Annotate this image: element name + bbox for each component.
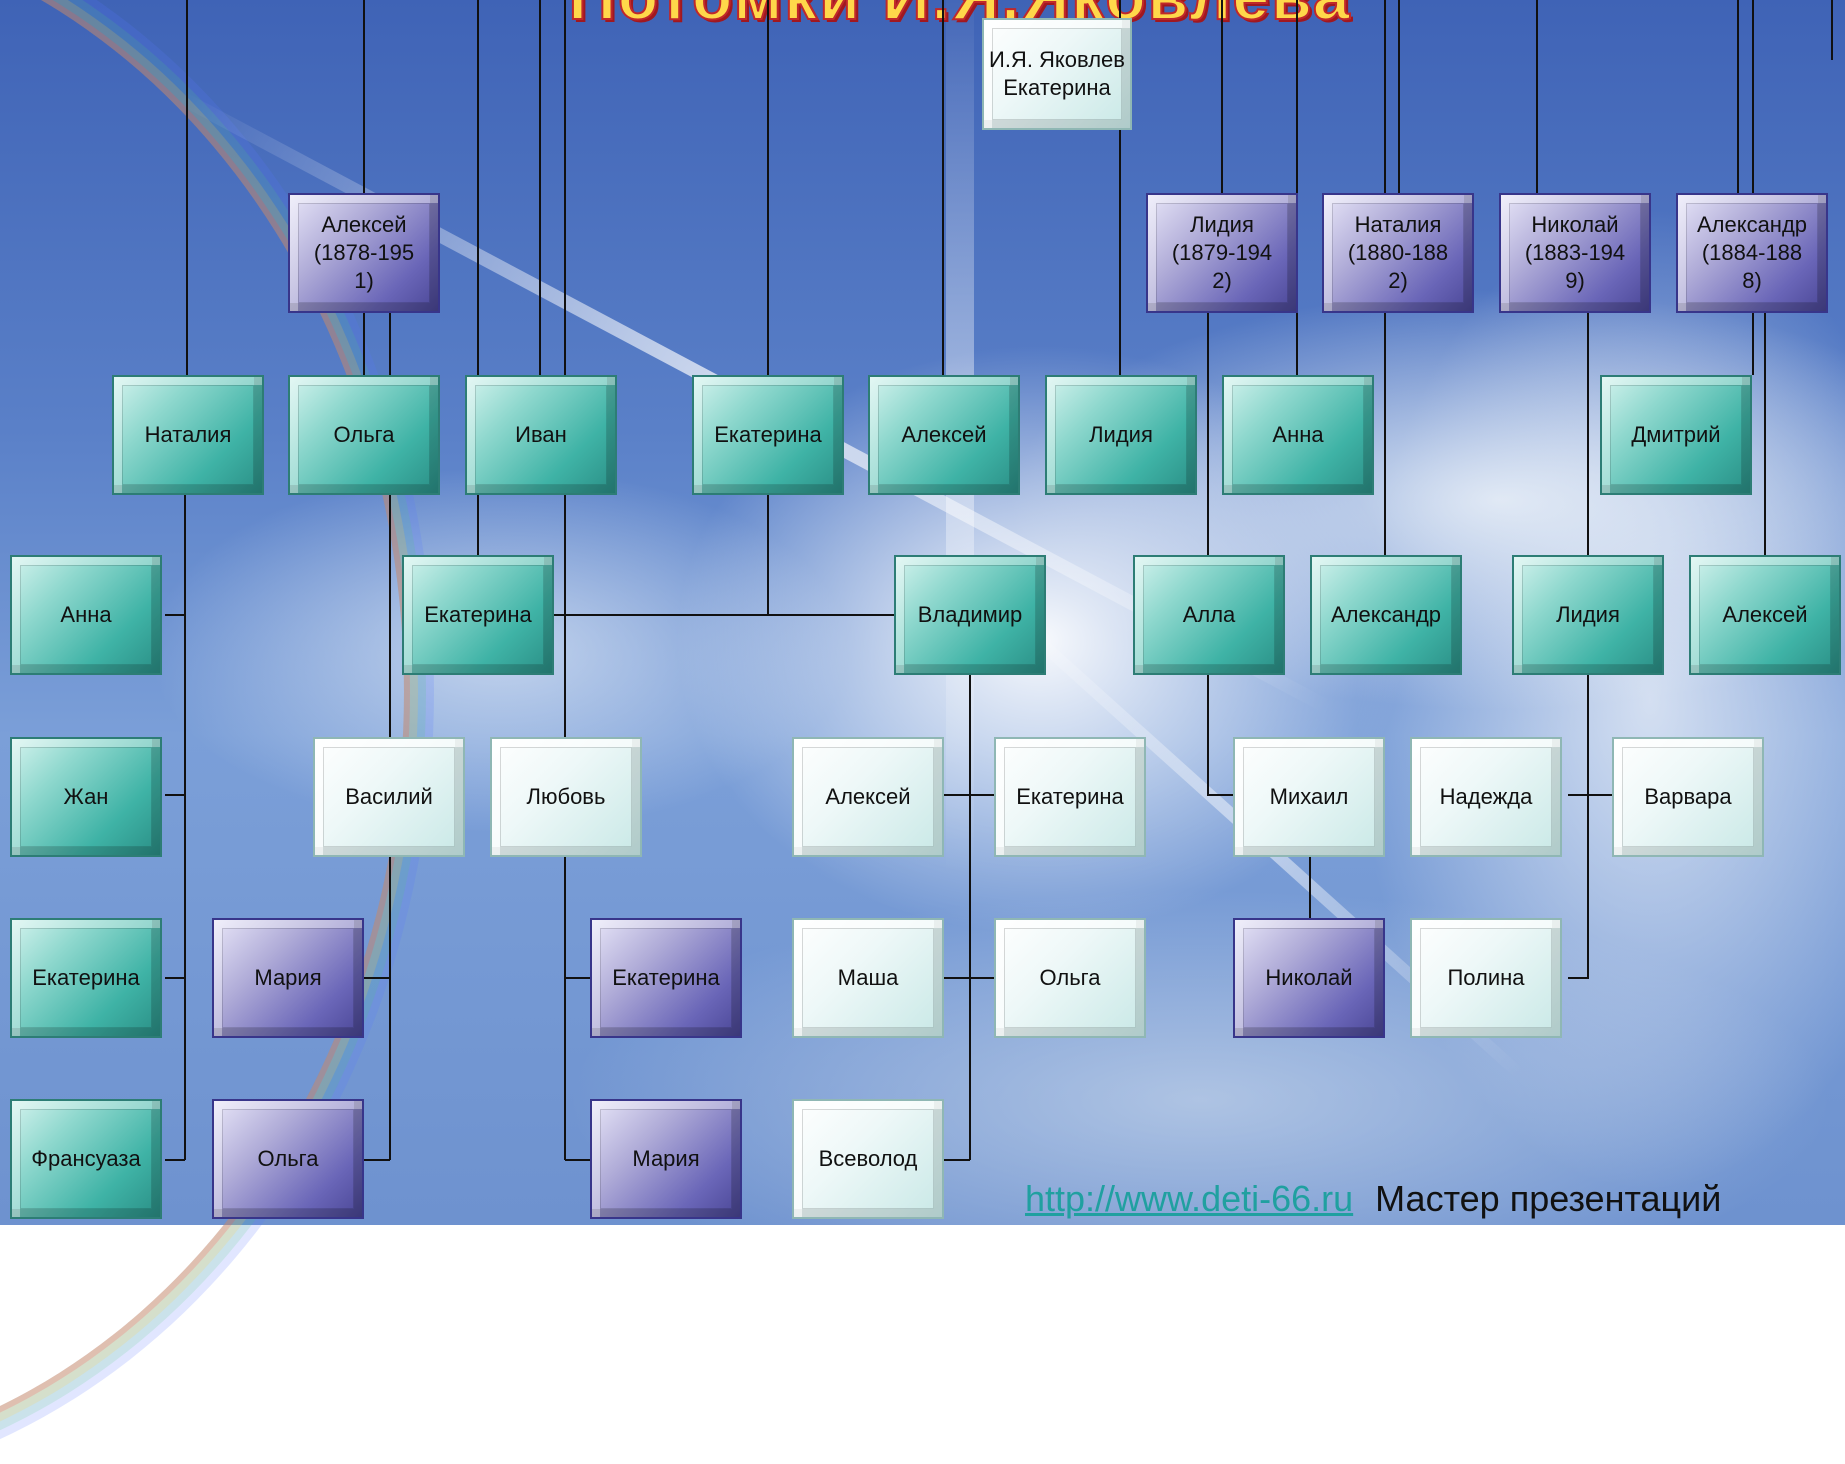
node-label: Николай bbox=[1265, 965, 1353, 990]
descendant-node: Надежда bbox=[1410, 737, 1562, 857]
grandchild-node: Екатерина bbox=[692, 375, 844, 495]
node-label: Анна bbox=[1272, 422, 1324, 447]
grandchild-node: Лидия bbox=[1045, 375, 1197, 495]
node-label: Алексей bbox=[901, 422, 987, 447]
node-label: Екатерина bbox=[612, 965, 720, 990]
descendant-node: Николай bbox=[1233, 918, 1385, 1038]
descendant-node: Алла bbox=[1133, 555, 1285, 675]
node-label: Лидия bbox=[1556, 602, 1620, 627]
node-label: Маша bbox=[837, 965, 899, 990]
descendant-node: Полина bbox=[1410, 918, 1562, 1038]
descendant-node: Жан bbox=[10, 737, 162, 857]
child-years: (1883-194 9) bbox=[1524, 240, 1626, 293]
node-label: Алексей bbox=[1722, 602, 1808, 627]
descendant-node: Екатерина bbox=[994, 737, 1146, 857]
node-label: Мария bbox=[632, 1146, 700, 1171]
node-label: Александр bbox=[1330, 602, 1442, 627]
root-label: И.Я. Яковлев Екатерина bbox=[989, 47, 1125, 100]
node-label: Алла bbox=[1182, 602, 1236, 627]
descendant-node: Любовь bbox=[490, 737, 642, 857]
descendant-node: Алексей bbox=[1689, 555, 1841, 675]
node-label: Жан bbox=[63, 784, 109, 809]
node-label: Василий bbox=[345, 784, 433, 809]
node-label: Иван bbox=[515, 422, 567, 447]
child-name: Александр bbox=[1696, 212, 1808, 237]
child-node: Николай (1883-194 9) bbox=[1499, 193, 1651, 313]
descendant-node: Ольга bbox=[212, 1099, 364, 1219]
child-years: (1878-195 1) bbox=[313, 240, 415, 293]
grandchild-node: Ольга bbox=[288, 375, 440, 495]
node-label: Михаил bbox=[1269, 784, 1349, 809]
node-label: Варвара bbox=[1644, 784, 1732, 809]
child-node: Лидия (1879-194 2) bbox=[1146, 193, 1298, 313]
child-node: Наталия (1880-188 2) bbox=[1322, 193, 1474, 313]
descendant-node: Ольга bbox=[994, 918, 1146, 1038]
grandchild-node: Дмитрий bbox=[1600, 375, 1752, 495]
page-title: Потомки И.Я.Яковлева bbox=[480, 0, 1440, 34]
grandchild-node: Иван bbox=[465, 375, 617, 495]
grandchild-node: Анна bbox=[1222, 375, 1374, 495]
node-label: Екатерина bbox=[714, 422, 822, 447]
descendant-node: Всеволод bbox=[792, 1099, 944, 1219]
child-years: (1879-194 2) bbox=[1171, 240, 1273, 293]
footer-link[interactable]: http://www.deti-66.ru bbox=[1025, 1178, 1354, 1219]
child-name: Алексей bbox=[321, 212, 407, 237]
node-label: Екатерина bbox=[424, 602, 532, 627]
node-label: Екатерина bbox=[32, 965, 140, 990]
node-label: Франсуаза bbox=[31, 1146, 141, 1171]
grandchild-node: Наталия bbox=[112, 375, 264, 495]
descendant-node: Лидия bbox=[1512, 555, 1664, 675]
descendant-node: Екатерина bbox=[402, 555, 554, 675]
node-label: Всеволод bbox=[818, 1146, 918, 1171]
grandchild-node: Алексей bbox=[868, 375, 1020, 495]
descendant-node: Мария bbox=[590, 1099, 742, 1219]
node-label: Ольга bbox=[333, 422, 395, 447]
child-node: Александр (1884-188 8) bbox=[1676, 193, 1828, 313]
child-years: (1884-188 8) bbox=[1701, 240, 1803, 293]
node-label: Дмитрий bbox=[1631, 422, 1721, 447]
node-label: Надежда bbox=[1439, 784, 1533, 809]
node-label: Анна bbox=[60, 602, 112, 627]
node-label: Лидия bbox=[1089, 422, 1153, 447]
footer: http://www.deti-66.ru Мастер презентаций bbox=[1025, 1178, 1721, 1220]
node-label: Любовь bbox=[526, 784, 606, 809]
child-name: Лидия bbox=[1190, 212, 1254, 237]
descendant-node: Варвара bbox=[1612, 737, 1764, 857]
node-label: Ольга bbox=[257, 1146, 319, 1171]
descendant-node: Александр bbox=[1310, 555, 1462, 675]
descendant-node: Екатерина bbox=[10, 918, 162, 1038]
child-node: Алексей (1878-195 1) bbox=[288, 193, 440, 313]
descendant-node: Екатерина bbox=[590, 918, 742, 1038]
descendant-node: Маша bbox=[792, 918, 944, 1038]
root-node: И.Я. Яковлев Екатерина bbox=[982, 18, 1132, 130]
descendant-node: Мария bbox=[212, 918, 364, 1038]
descendant-node: Михаил bbox=[1233, 737, 1385, 857]
child-name: Николай bbox=[1531, 212, 1619, 237]
node-label: Мария bbox=[254, 965, 322, 990]
descendant-node: Владимир bbox=[894, 555, 1046, 675]
node-label: Наталия bbox=[144, 422, 232, 447]
footer-text: Мастер презентаций bbox=[1375, 1178, 1722, 1219]
descendant-node: Франсуаза bbox=[10, 1099, 162, 1219]
node-label: Екатерина bbox=[1016, 784, 1124, 809]
node-label: Алексей bbox=[825, 784, 911, 809]
node-label: Владимир bbox=[917, 602, 1023, 627]
node-label: Полина bbox=[1447, 965, 1525, 990]
descendant-node: Алексей bbox=[792, 737, 944, 857]
descendant-node: Василий bbox=[313, 737, 465, 857]
child-years: (1880-188 2) bbox=[1347, 240, 1449, 293]
descendant-node: Анна bbox=[10, 555, 162, 675]
child-name: Наталия bbox=[1354, 212, 1442, 237]
node-label: Ольга bbox=[1039, 965, 1101, 990]
